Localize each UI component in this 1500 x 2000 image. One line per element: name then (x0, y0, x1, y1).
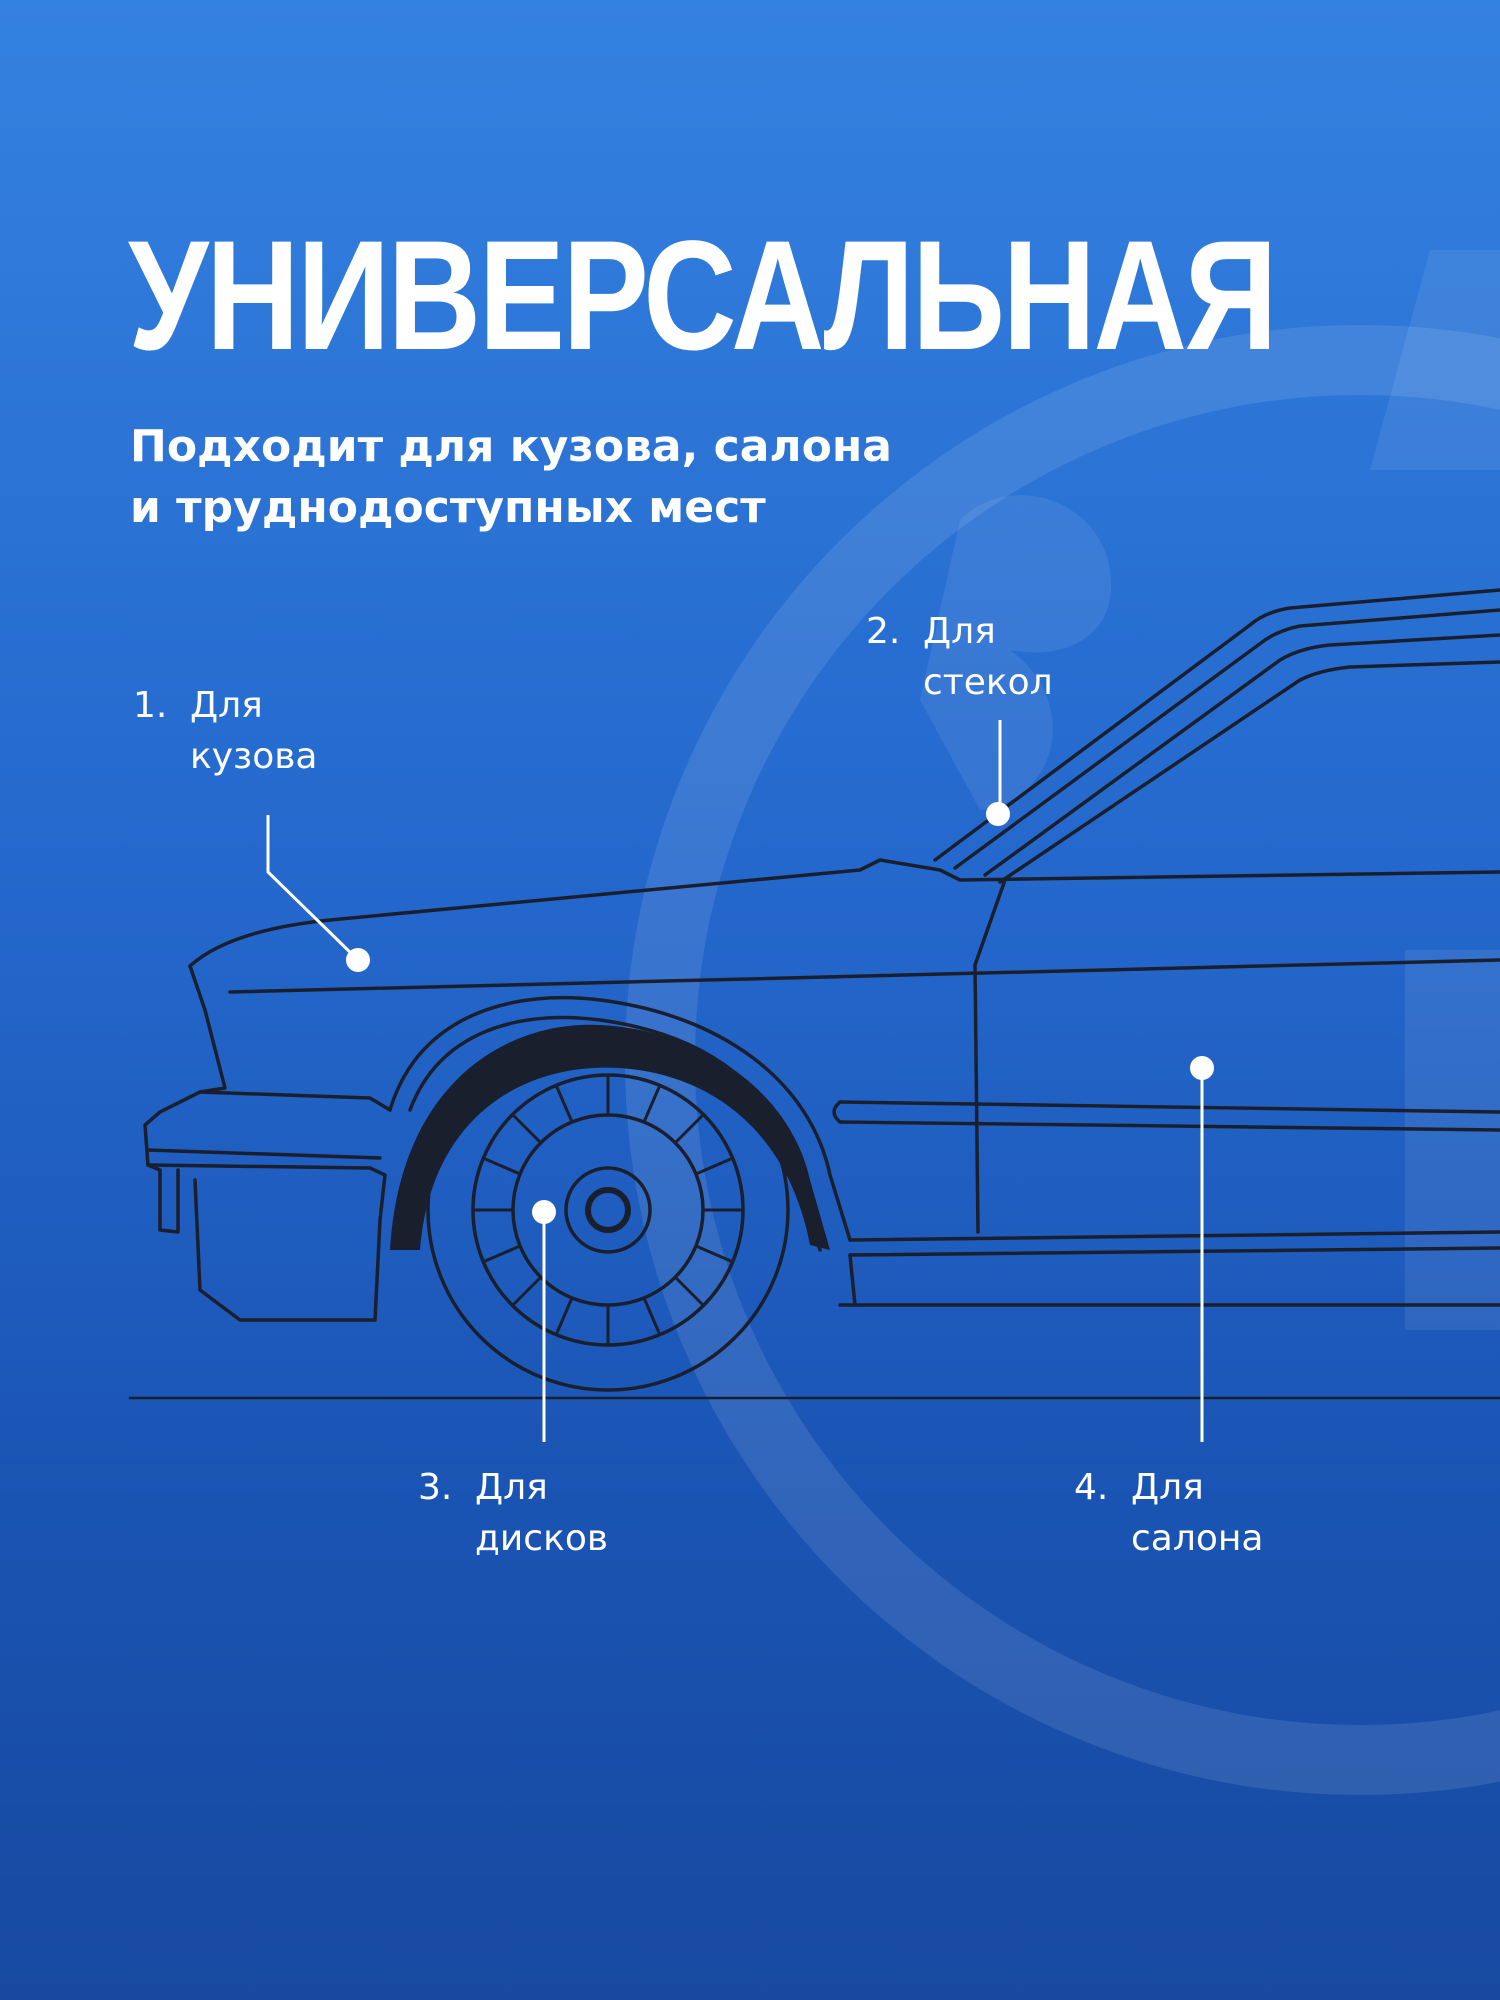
callout-line-1: Для (1131, 1467, 1204, 1508)
callout-number: 1. (133, 685, 168, 726)
callout-line-1: Для (923, 611, 996, 652)
callout-line-2: стекол (923, 662, 1053, 703)
subtitle-line-1: Подходит для кузова, салона (130, 421, 892, 472)
callout-number: 4. (1074, 1467, 1109, 1508)
callout-line-1: Для (475, 1467, 548, 1508)
callout-number: 2. (866, 611, 901, 652)
callout-line-1: Для (190, 685, 263, 726)
subtitle: Подходит для кузова, салона и труднодост… (130, 416, 892, 538)
callout-line-2: дисков (475, 1518, 609, 1559)
subtitle-line-2: и труднодоступных мест (130, 482, 766, 533)
callout-line-2: кузова (190, 736, 318, 777)
headline: УНИВЕРСАЛЬНАЯ (128, 209, 1278, 383)
callout-number: 3. (418, 1467, 453, 1508)
callout-line-2: салона (1131, 1518, 1264, 1559)
